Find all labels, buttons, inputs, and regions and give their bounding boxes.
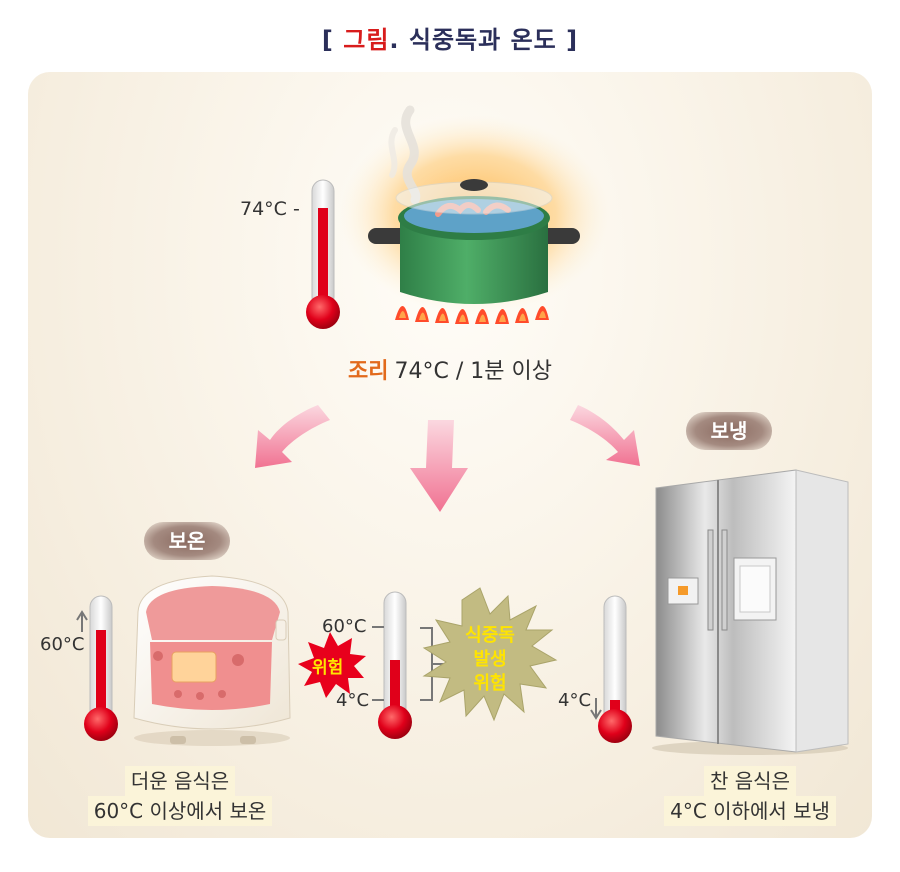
flow-arrow-right bbox=[570, 405, 640, 466]
flow-arrow-left bbox=[255, 405, 330, 468]
burst-line-1: 식중독 bbox=[465, 625, 515, 646]
danger-lower-label: 4°C bbox=[336, 690, 370, 711]
keep-warm-caption-line-1: 더운 음식은 bbox=[124, 766, 236, 796]
keep-warm-thermometer bbox=[76, 595, 118, 741]
refrigerate-badge: 보냉 bbox=[686, 412, 772, 450]
keep-warm-caption: 더운 음식은 60°C 이상에서 보온 bbox=[60, 766, 300, 826]
figure-title: [ 그림. 식중독과 온도 ] bbox=[0, 20, 900, 55]
danger-upper-label: 60°C bbox=[322, 616, 367, 637]
title-prefix: [ bbox=[321, 26, 344, 54]
title-accent: 그림 bbox=[343, 26, 390, 54]
danger-word: 위험 bbox=[312, 658, 344, 678]
keep-warm-caption-line-2: 60°C 이상에서 보온 bbox=[87, 796, 273, 826]
danger-burst-icon bbox=[298, 632, 366, 698]
burst-line-2: 발생 bbox=[473, 649, 507, 670]
cooking-thermometer bbox=[306, 179, 340, 329]
keep-warm-temperature-label: 60°C bbox=[40, 634, 85, 655]
refrigerator-illustration bbox=[652, 469, 849, 755]
cooking-caption-strong: 조리 bbox=[348, 359, 389, 384]
food-poisoning-burst-icon bbox=[422, 587, 558, 722]
refrigerate-caption-line-2: 4°C 이하에서 보냉 bbox=[664, 796, 836, 826]
flow-arrow-center bbox=[410, 420, 468, 512]
title-rest: . 식중독과 온도 ] bbox=[389, 26, 579, 54]
arrow-up-icon bbox=[76, 610, 88, 632]
keep-warm-badge: 보온 bbox=[144, 522, 230, 560]
danger-zone-thermometer bbox=[372, 591, 445, 739]
cooking-caption-rest: 74°C / 1분 이상 bbox=[394, 359, 552, 384]
cooking-temperature-label: 74°C - bbox=[240, 198, 300, 220]
refrigerate-caption: 찬 음식은 4°C 이하에서 보냉 bbox=[630, 766, 870, 826]
refrigerate-thermometer bbox=[590, 595, 632, 743]
arrow-down-icon bbox=[590, 698, 602, 720]
refrigerate-temperature-label: 4°C bbox=[558, 690, 592, 711]
refrigerate-caption-line-1: 찬 음식은 bbox=[704, 766, 796, 796]
cooking-pot-illustration bbox=[340, 105, 610, 324]
rice-cooker-illustration bbox=[133, 575, 291, 746]
food-poisoning-burst-text: 식중독 발생 위험 bbox=[450, 624, 530, 696]
burst-line-3: 위험 bbox=[473, 673, 507, 694]
